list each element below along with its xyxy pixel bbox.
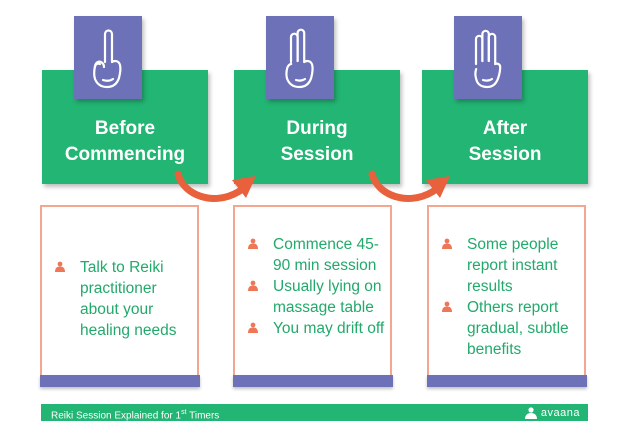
list-item: You may drift off <box>247 318 386 339</box>
stage-after-card: Some people report instant results Other… <box>427 205 586 381</box>
stage-before-card: Talk to Reiki practitioner about your he… <box>40 205 199 381</box>
person-bullet-icon <box>248 238 258 249</box>
stage-during-card: Commence 45-90 min session Usually lying… <box>233 205 392 381</box>
list-item: Some people report instant results <box>441 234 580 297</box>
two-fingers-hand-icon <box>266 16 334 99</box>
card-footer-strip <box>40 375 200 387</box>
curved-arrow-icon <box>368 170 450 202</box>
stage-during-header: During Session <box>234 70 400 184</box>
stage-during-title: During Session <box>280 118 354 165</box>
stage-before-list: Talk to Reiki practitioner about your he… <box>54 257 193 341</box>
person-bullet-icon <box>248 322 258 333</box>
person-bullet-icon <box>55 261 65 272</box>
person-bullet-icon <box>442 238 452 249</box>
person-bullet-icon <box>442 301 452 312</box>
list-item: Commence 45-90 min session <box>247 234 386 276</box>
list-item: Usually lying on massage table <box>247 276 386 318</box>
footer-caption: Reiki Session Explained for 1st Timers <box>51 409 220 422</box>
stage-after-title: After Session <box>468 118 542 165</box>
curved-arrow-icon <box>174 170 256 202</box>
brand-logo: avaana <box>524 405 580 420</box>
footer-bar: Reiki Session Explained for 1st Timers a… <box>41 404 588 421</box>
stage-before-title: Before Commencing <box>64 118 186 165</box>
stage-during-list: Commence 45-90 min session Usually lying… <box>247 234 386 339</box>
person-bullet-icon <box>248 280 258 291</box>
list-item: Talk to Reiki practitioner about your he… <box>54 257 193 341</box>
card-footer-strip <box>427 375 587 387</box>
one-finger-hand-icon <box>74 16 142 99</box>
avaana-logo-icon <box>524 406 537 419</box>
stage-after-list: Some people report instant results Other… <box>441 234 580 360</box>
three-fingers-hand-icon <box>454 16 522 99</box>
card-footer-strip <box>233 375 393 387</box>
list-item: Others report gradual, subtle benefits <box>441 297 580 360</box>
